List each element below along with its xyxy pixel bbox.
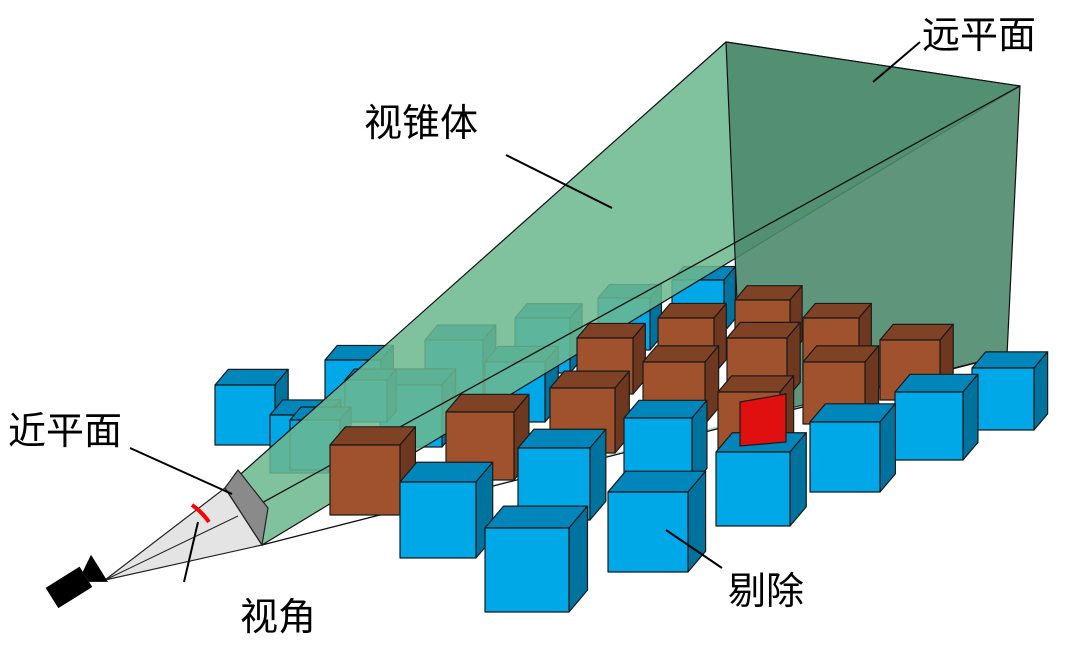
cube-front bbox=[715, 451, 791, 527]
cube-front bbox=[809, 421, 881, 493]
culled-cube bbox=[623, 399, 708, 487]
culled-label: 剔除 bbox=[728, 569, 804, 613]
culled-cube bbox=[399, 461, 494, 559]
culled-cube bbox=[894, 373, 979, 461]
cube-front bbox=[894, 391, 964, 461]
view-angle-arc bbox=[190, 503, 211, 524]
partially-visible-cube-face bbox=[739, 393, 787, 447]
culled-leader bbox=[665, 529, 723, 569]
far-plane-leader bbox=[872, 41, 921, 83]
far-plane-label: 远平面 bbox=[922, 13, 1036, 57]
culled-cube bbox=[484, 505, 589, 613]
camera-icon bbox=[45, 554, 108, 609]
culled-cube bbox=[971, 351, 1049, 431]
cube-front bbox=[214, 384, 276, 446]
cube-front bbox=[484, 527, 570, 613]
culled-cube bbox=[809, 403, 897, 493]
view-angle-label: 视角 bbox=[240, 595, 316, 639]
cube-front bbox=[971, 367, 1035, 431]
frustum-leader bbox=[505, 154, 613, 209]
near-plane-leader bbox=[129, 447, 233, 495]
culled-cube bbox=[517, 428, 607, 521]
cube-front bbox=[399, 481, 477, 559]
culled-cube bbox=[715, 432, 807, 527]
near-plane-label: 近平面 bbox=[8, 409, 122, 453]
cube-front bbox=[607, 491, 689, 573]
culled-cube bbox=[607, 470, 707, 573]
cubes-front-layer bbox=[329, 285, 1049, 613]
near-plane-face bbox=[224, 469, 269, 547]
cube-front bbox=[329, 444, 401, 516]
frustum-label: 视锥体 bbox=[364, 101, 478, 145]
cube-front bbox=[517, 447, 591, 521]
near-cone bbox=[104, 469, 269, 581]
view-angle-leader bbox=[183, 521, 199, 583]
near-cone-center-line bbox=[104, 515, 239, 581]
